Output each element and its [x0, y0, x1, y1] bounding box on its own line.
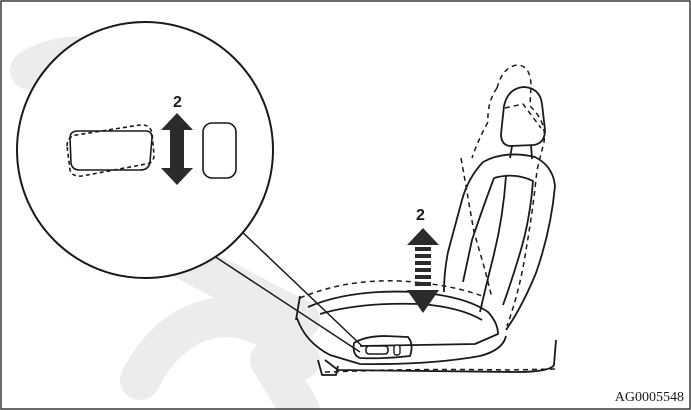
- seat-icon: [296, 65, 556, 375]
- seat-recline-knob-icon: [394, 345, 400, 355]
- figure-code: AG0005548: [615, 390, 684, 405]
- seat-switch-icon: [366, 346, 388, 354]
- seat-label: 2: [416, 207, 425, 224]
- zoomed-recline-knob-icon: [203, 123, 236, 178]
- zoomed-label: 2: [173, 94, 182, 111]
- seat-up-down-arrow-icon: [407, 228, 439, 313]
